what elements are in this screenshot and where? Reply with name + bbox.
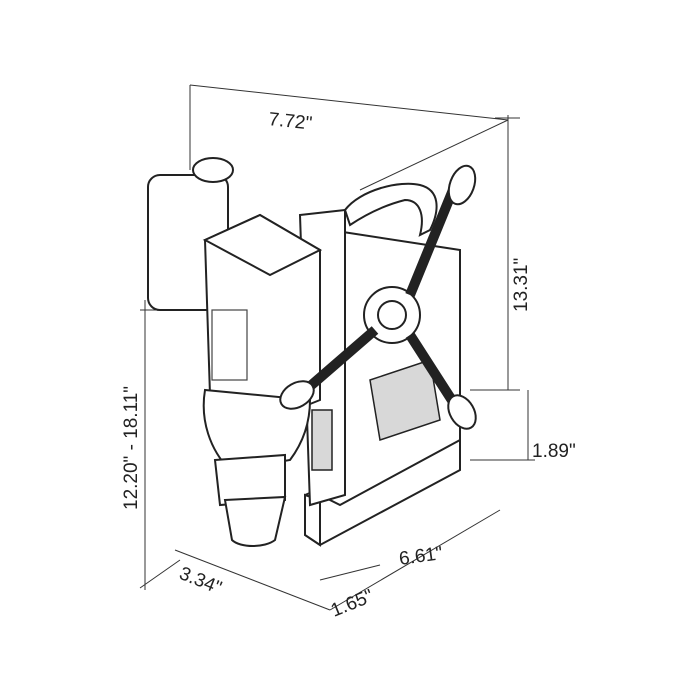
dimension-stroke-range: 12.20" - 18.11"	[121, 386, 142, 510]
dimension-lines	[139, 84, 535, 611]
drill-body	[147, 157, 461, 547]
dimension-base-length: 6.61"	[398, 543, 444, 570]
dimension-base-height: 1.89"	[532, 441, 576, 462]
dimension-height: 13.31"	[511, 258, 532, 312]
feed-handles	[279, 164, 477, 430]
dimension-offset: 1.65"	[328, 586, 376, 622]
dimension-top-width: 7.72"	[267, 109, 313, 134]
dimension-base-width: 3.34"	[176, 563, 224, 599]
